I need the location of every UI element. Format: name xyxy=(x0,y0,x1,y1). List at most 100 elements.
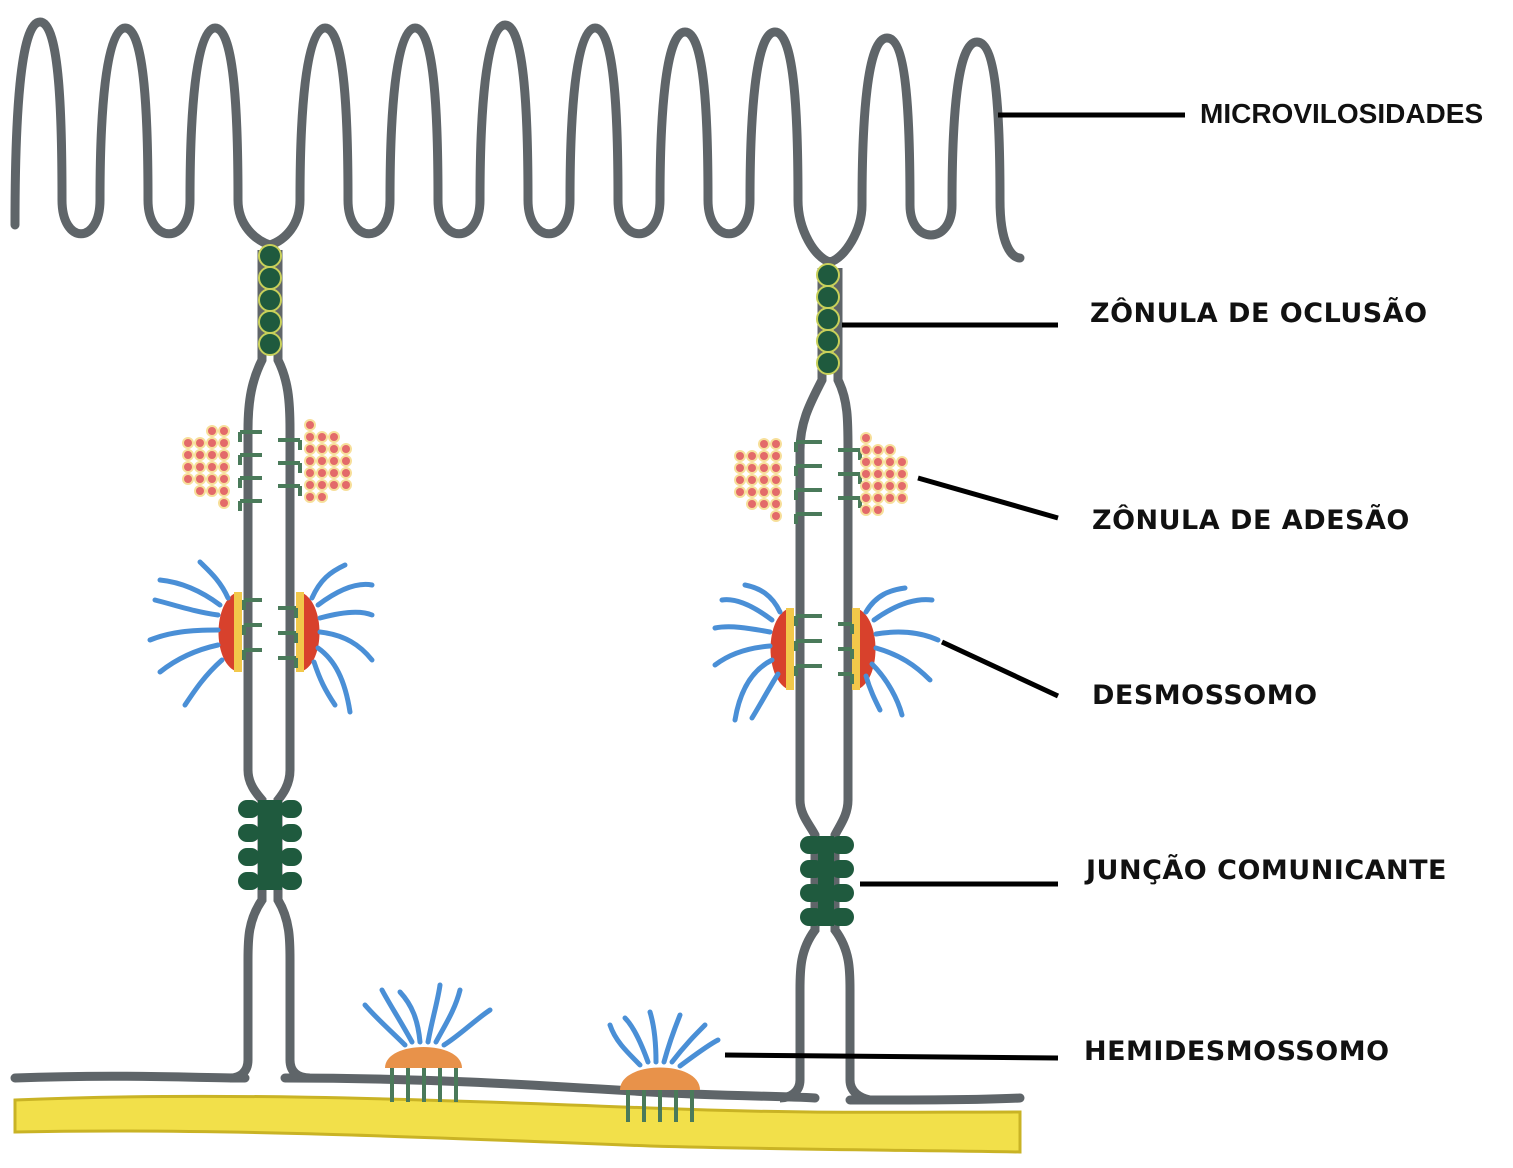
label-desmosome: DESMOSSOMO xyxy=(1092,680,1318,711)
actin-dot xyxy=(306,421,314,429)
actin-dot xyxy=(342,481,350,489)
actin-dot xyxy=(862,482,870,490)
actin-dot xyxy=(220,499,228,507)
actin-dot xyxy=(318,457,326,465)
label-microvilli: MICROVILOSIDADES xyxy=(1200,98,1483,130)
leader-lines xyxy=(725,115,1185,1058)
left-adherens-junction xyxy=(182,419,352,511)
actin-dot xyxy=(330,433,338,441)
actin-dot xyxy=(306,445,314,453)
left-tight-junction xyxy=(259,245,281,355)
actin-dot xyxy=(184,463,192,471)
actin-dot xyxy=(760,476,768,484)
actin-dot xyxy=(184,439,192,447)
leader-hemidesmosome xyxy=(725,1055,1058,1058)
right-adherens-actin-right xyxy=(860,432,908,516)
actin-dot xyxy=(748,488,756,496)
actin-dot xyxy=(208,439,216,447)
actin-dot xyxy=(184,451,192,459)
actin-dot xyxy=(220,487,228,495)
actin-dot xyxy=(862,506,870,514)
actin-dot xyxy=(736,464,744,472)
actin-dot xyxy=(208,427,216,435)
right-lateral-junction xyxy=(715,264,938,1100)
actin-dot xyxy=(342,457,350,465)
actin-dot xyxy=(874,470,882,478)
actin-dot xyxy=(330,457,338,465)
actin-dot xyxy=(330,481,338,489)
actin-dot xyxy=(220,463,228,471)
label-gap-junction: JUNÇÃO COMUNICANTE xyxy=(1086,855,1447,886)
actin-dot xyxy=(760,452,768,460)
actin-dot xyxy=(760,440,768,448)
actin-dot xyxy=(306,457,314,465)
actin-dot xyxy=(220,439,228,447)
right-tight-junction xyxy=(817,264,839,374)
left-gap-junction xyxy=(238,800,302,890)
actin-dot xyxy=(772,512,780,520)
actin-dot xyxy=(898,482,906,490)
actin-dot xyxy=(772,476,780,484)
actin-dot xyxy=(772,500,780,508)
leader-adherens-junction xyxy=(918,478,1058,518)
actin-dot xyxy=(748,500,756,508)
actin-dot xyxy=(760,464,768,472)
actin-dot xyxy=(318,433,326,441)
actin-dot xyxy=(886,494,894,502)
actin-dot xyxy=(874,482,882,490)
actin-dot xyxy=(874,458,882,466)
label-adherens-junction: ZÔNULA DE ADESÃO xyxy=(1092,505,1410,536)
actin-dot xyxy=(886,446,894,454)
actin-dot xyxy=(306,469,314,477)
actin-dot xyxy=(220,451,228,459)
microvilli-membrane xyxy=(15,22,1020,262)
actin-dot xyxy=(736,488,744,496)
actin-dot xyxy=(862,458,870,466)
actin-dot xyxy=(208,487,216,495)
actin-dot xyxy=(196,475,204,483)
actin-dot xyxy=(184,475,192,483)
actin-dot xyxy=(196,487,204,495)
right-gap-junction xyxy=(800,836,854,926)
actin-dot xyxy=(196,439,204,447)
actin-dot xyxy=(862,470,870,478)
actin-dot xyxy=(330,469,338,477)
actin-dot xyxy=(196,463,204,471)
actin-dot xyxy=(736,476,744,484)
left-lateral-junction xyxy=(150,245,372,1078)
actin-dot xyxy=(772,488,780,496)
label-tight-junction: ZÔNULA DE OCLUSÃO xyxy=(1090,298,1428,329)
actin-dot xyxy=(342,469,350,477)
actin-dot xyxy=(748,476,756,484)
actin-dot xyxy=(772,452,780,460)
actin-dot xyxy=(220,427,228,435)
right-adherens-junction xyxy=(734,432,908,524)
actin-dot xyxy=(318,481,326,489)
actin-dot xyxy=(874,446,882,454)
left-adherens-actin-right xyxy=(304,419,352,503)
label-hemidesmosome: HEMIDESMOSSOMO xyxy=(1084,1036,1390,1067)
actin-dot xyxy=(342,445,350,453)
actin-dot xyxy=(208,475,216,483)
actin-dot xyxy=(886,458,894,466)
actin-dot xyxy=(306,433,314,441)
actin-dot xyxy=(318,445,326,453)
actin-dot xyxy=(306,481,314,489)
actin-dot xyxy=(748,452,756,460)
actin-dot xyxy=(760,488,768,496)
actin-dot xyxy=(748,464,756,472)
actin-dot xyxy=(862,434,870,442)
actin-dot xyxy=(318,469,326,477)
actin-dot xyxy=(862,494,870,502)
hemidesmosome-right xyxy=(610,1012,718,1122)
actin-dot xyxy=(318,493,326,501)
left-desmosome xyxy=(150,562,372,712)
actin-dot xyxy=(208,463,216,471)
right-adherens-actin-left xyxy=(734,438,782,522)
left-adherens-actin-left xyxy=(182,425,230,509)
right-desmosome xyxy=(715,585,938,720)
leader-desmosome xyxy=(942,642,1058,696)
actin-dot xyxy=(898,458,906,466)
